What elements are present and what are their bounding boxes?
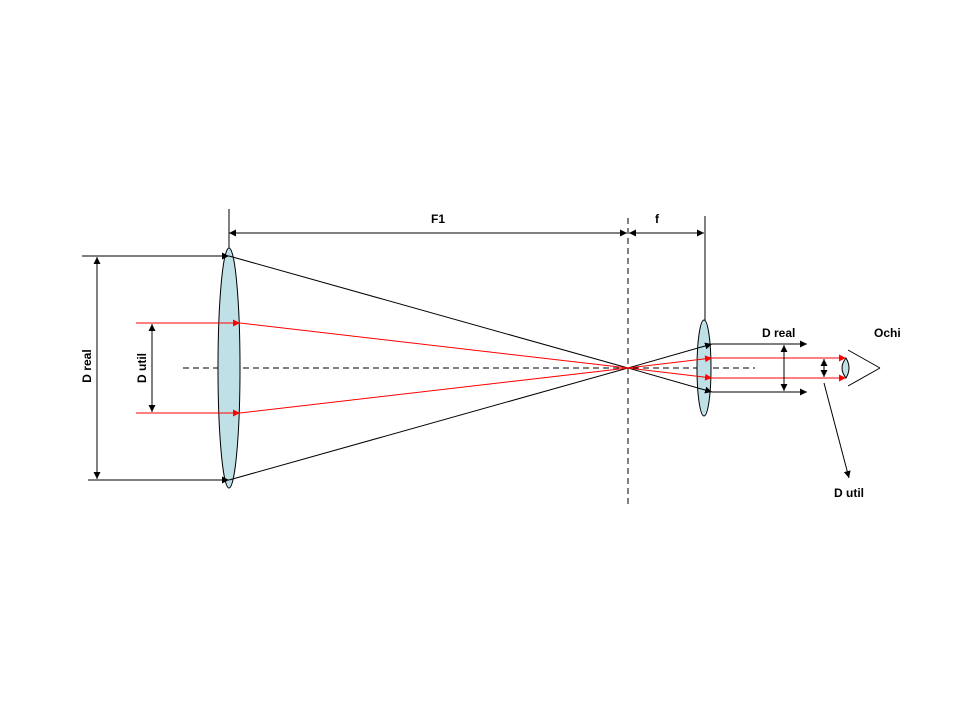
d-real-left-label: D real	[80, 349, 94, 382]
red-ray-top-converging	[239, 322, 629, 369]
d-util-right-label: D util	[834, 486, 864, 500]
red-ray-bottom-diverging	[627, 367, 713, 381]
d-util-right-leader	[823, 382, 851, 479]
eye-icon	[841, 349, 881, 387]
black-ray-top-converging	[228, 255, 629, 369]
d-util-left-label: D util	[135, 353, 149, 383]
black-ray-bottom-diverging	[627, 367, 713, 394]
eyepiece-lens	[696, 319, 712, 417]
black-ray-bottom-converging	[228, 367, 629, 481]
f-label: f	[655, 212, 660, 226]
eye-label: Ochi	[874, 326, 901, 340]
red-ray-top-diverging	[627, 355, 713, 369]
f1-label: F1	[431, 212, 445, 226]
d-real-right-label: D real	[762, 326, 795, 340]
objective-lens	[217, 247, 241, 489]
red-ray-bottom-converging	[239, 367, 629, 414]
black-ray-top-diverging	[627, 342, 713, 369]
